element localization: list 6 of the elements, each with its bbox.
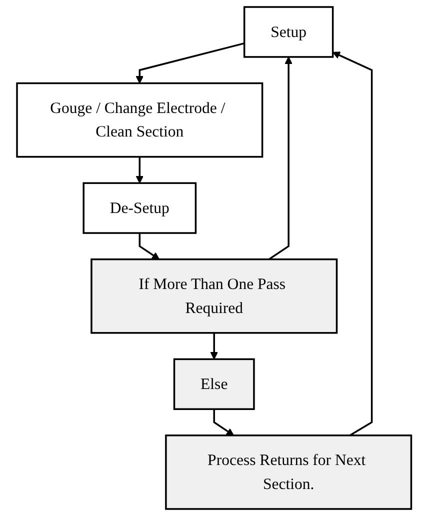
process-box: Setup <box>244 6 334 58</box>
process-box: De-Setup <box>83 182 197 234</box>
process-box: Process Returns for Next Section. <box>165 434 412 510</box>
process-box: Else <box>174 358 256 410</box>
process-box: Gouge / Change Electrode / Clean Section <box>16 82 264 158</box>
process-box: If More Than One Pass Required <box>90 258 338 334</box>
